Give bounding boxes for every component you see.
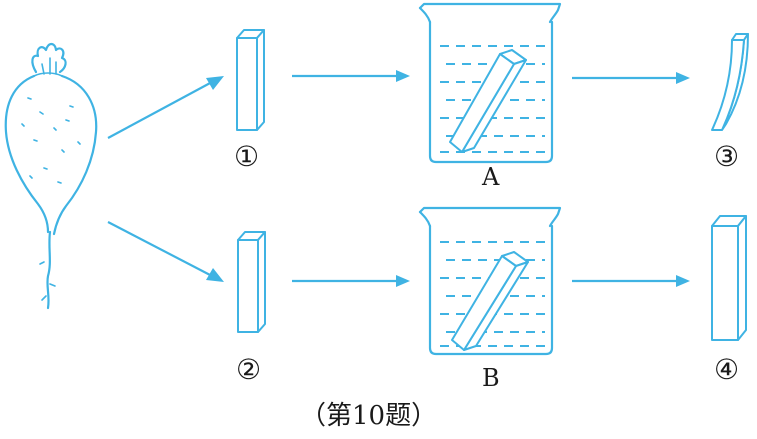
radish-strip-2 — [237, 231, 266, 333]
label-sample-1: ① — [234, 140, 260, 173]
arrow-beaker-b-to-strip-4 — [572, 275, 690, 287]
beaker-b — [418, 206, 562, 356]
radish-strip-3 — [711, 33, 749, 131]
arrow-beaker-a-to-strip-3 — [572, 72, 690, 84]
label-beaker-a: A — [482, 163, 500, 191]
arrow-radish-to-strip-1 — [107, 76, 224, 139]
label-sample-4: ④ — [714, 353, 740, 386]
radish-strip-4 — [711, 215, 747, 341]
label-sample-2: ② — [236, 353, 262, 386]
figure-caption: （第10题） — [300, 401, 438, 431]
radish-strip-1 — [236, 29, 265, 131]
arrow-strip-2-to-beaker-b — [292, 275, 410, 287]
radish-icon — [4, 42, 98, 310]
arrow-radish-to-strip-2 — [107, 221, 224, 282]
beaker-a — [418, 2, 562, 164]
label-beaker-b: B — [482, 364, 500, 392]
label-sample-3: ③ — [714, 140, 740, 173]
arrow-strip-1-to-beaker-a — [292, 70, 410, 82]
